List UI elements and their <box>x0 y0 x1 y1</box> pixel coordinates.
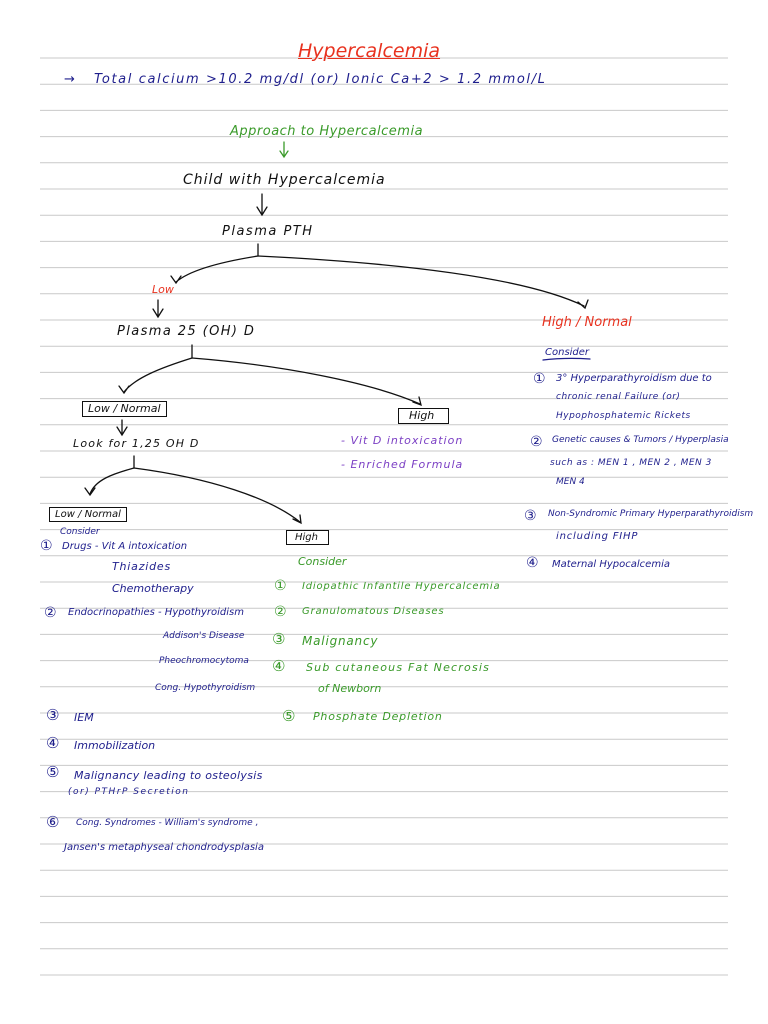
left-drugs-head: Drugs - Vit A intoxication <box>62 541 188 552</box>
left-iem-head: IEM <box>74 711 94 724</box>
left-endo-sub-1: Addison's Disease <box>163 631 245 641</box>
tree-plasma-pth: Plasma PTH <box>222 224 314 239</box>
right-item-1-num: ① <box>533 371 546 387</box>
mid-item-2-line-1: Granulomatous Diseases <box>302 606 445 617</box>
right-item-2-line-2: such as : MEN 1 , MEN 2 , MEN 3 <box>550 458 712 468</box>
left-immob-num: ④ <box>46 734 60 752</box>
right-item-4-num: ④ <box>526 555 539 571</box>
left-malig-head: Malignancy leading to osteolysis <box>74 769 263 782</box>
tree-low-normal-1: Low / Normal <box>82 401 167 418</box>
mid-item-4-line-1: Sub cutaneous Fat Necrosis <box>306 661 491 674</box>
tree-high-1: High <box>398 408 450 425</box>
tree-low: Low <box>152 283 174 296</box>
enriched-formula: - Enriched Formula <box>341 458 464 471</box>
right-item-2-num: ② <box>530 434 543 450</box>
left-immob-head: Immobilization <box>74 739 156 752</box>
mid-item-2-num: ② <box>274 604 287 620</box>
definition-arrow: → <box>64 72 75 87</box>
left-endo-sub-2: Pheochromocytoma <box>159 656 249 666</box>
right-item-2-line-1: Genetic causes & Tumors / Hyperplasia <box>552 435 729 445</box>
left-endo-head: Endocrinopathies - Hypothyroidism <box>68 607 244 618</box>
mid-item-4-num: ④ <box>272 657 286 675</box>
mid-item-1-line-1: Idiopathic Infantile Hypercalcemia <box>302 581 501 592</box>
left-malig-num: ⑤ <box>46 763 60 781</box>
approach-heading: Approach to Hypercalcemia <box>230 124 424 139</box>
mid-consider-label: Consider <box>298 555 347 568</box>
left-malig-sub-1: (or) PTHrP Secretion <box>68 787 190 797</box>
right-item-3-num: ③ <box>524 508 537 524</box>
left-cong-sub-1: Jansen's metaphyseal chondrodysplasia <box>64 842 264 853</box>
right-consider-label: Consider <box>545 347 590 358</box>
mid-item-5-line-1: Phosphate Depletion <box>313 710 443 723</box>
definition-text: Total calcium >10.2 mg/dl (or) Ionic Ca+… <box>94 72 547 87</box>
mid-item-1-num: ① <box>274 578 287 594</box>
left-drugs-num: ① <box>40 538 53 554</box>
left-cong-head: Cong. Syndromes - William's syndrome , <box>76 818 259 828</box>
mid-item-3-line-1: Malignancy <box>302 634 379 648</box>
right-item-1-line-3: Hypophosphatemic Rickets <box>556 411 691 421</box>
right-item-3-line-1: Non-Syndromic Primary Hyperparathyroidis… <box>548 509 754 519</box>
right-item-1-line-1: 3° Hyperparathyroidism due to <box>556 373 712 384</box>
right-item-4-line-1: Maternal Hypocalcemia <box>552 559 670 570</box>
tree-high-2: High <box>286 530 329 545</box>
vitd-intoxication: - Vit D intoxication <box>341 434 464 447</box>
right-item-2-line-3: MEN 4 <box>556 477 585 487</box>
left-iem-num: ③ <box>46 706 60 724</box>
right-item-1-line-2: chronic renal Failure (or) <box>556 392 681 402</box>
left-endo-num: ② <box>44 605 57 621</box>
tree-high-normal: High / Normal <box>542 315 632 330</box>
right-item-3-line-2: including FIHP <box>556 531 639 542</box>
tree-low-normal-2: Low / Normal <box>49 507 127 522</box>
tree-root: Child with Hypercalcemia <box>183 172 386 188</box>
left-cong-num: ⑥ <box>46 813 60 831</box>
mid-item-5-num: ⑤ <box>282 707 296 725</box>
left-endo-sub-3: Cong. Hypothyroidism <box>155 683 256 693</box>
left-drugs-sub-1: Thiazides <box>112 560 171 573</box>
left-consider-label: Consider <box>60 527 100 537</box>
left-drugs-sub-2: Chemotherapy <box>112 582 194 595</box>
mid-item-4-line-2: of Newborn <box>318 682 382 695</box>
tree-plasma-25ohd: Plasma 25 (OH) D <box>117 324 256 339</box>
tree-look-for: Look for 1,25 OH D <box>73 437 200 450</box>
mid-item-3-num: ③ <box>272 630 286 648</box>
page-title: Hypercalcemia <box>298 40 441 62</box>
